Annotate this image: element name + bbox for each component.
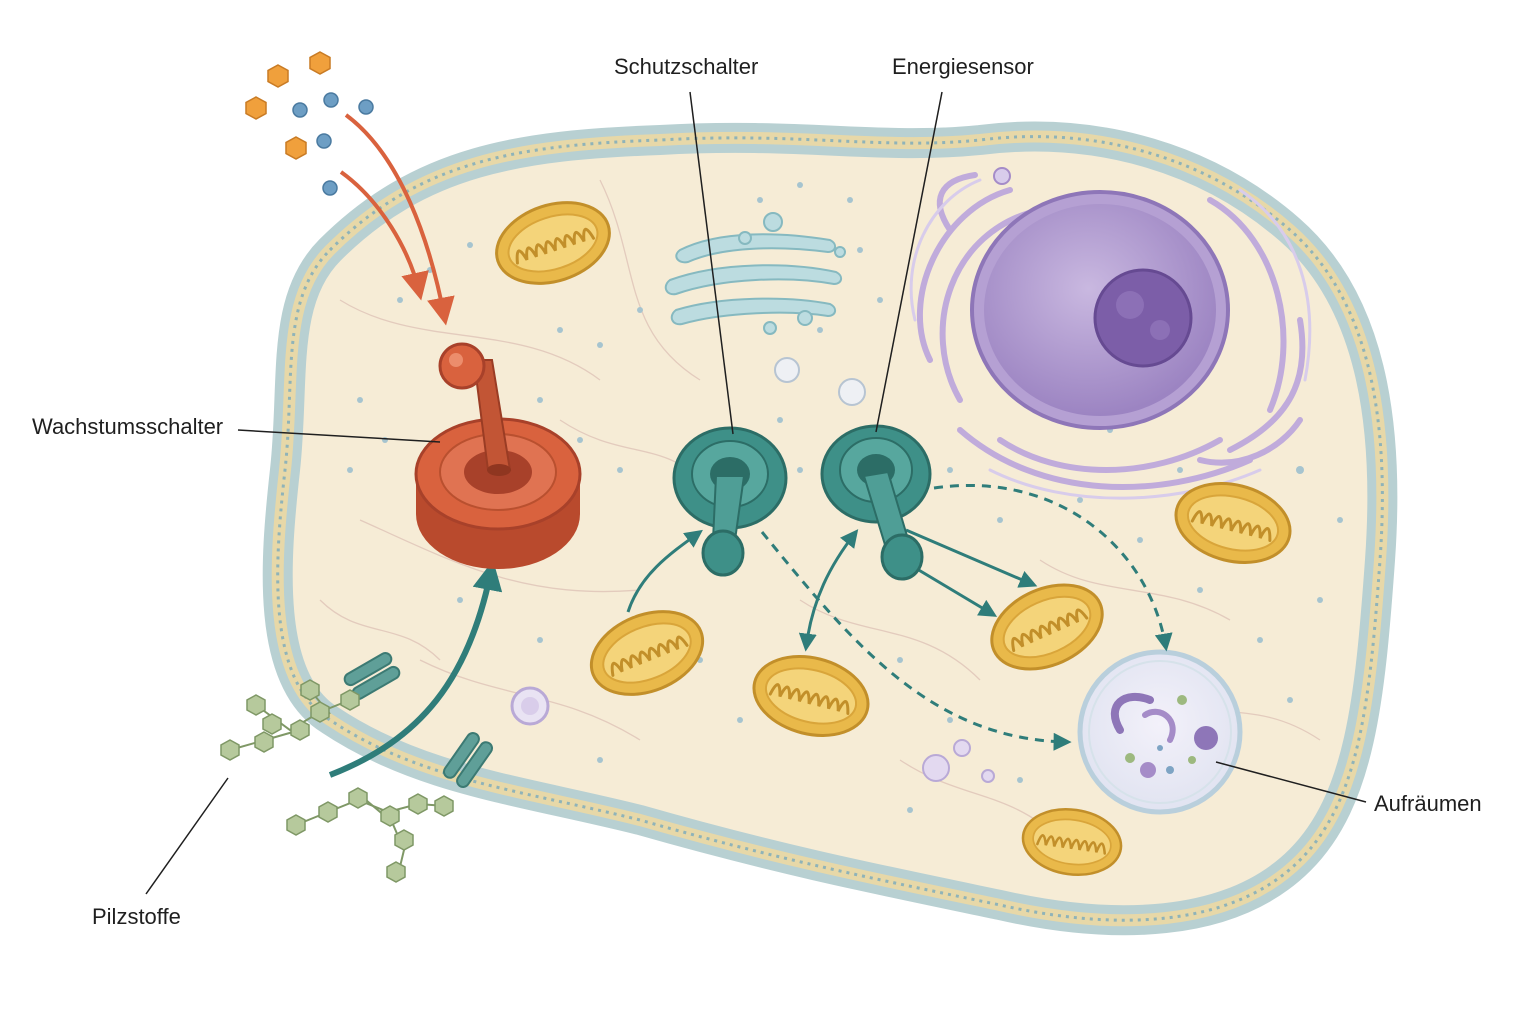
fungal-compound-icon	[220, 739, 240, 761]
fungal-compound-icon	[262, 713, 282, 735]
golgi-icon	[664, 212, 846, 335]
cytoplasm-particles	[347, 182, 1343, 813]
nutrient-dot-icon	[322, 180, 338, 196]
fungal-compound-icon	[286, 814, 306, 836]
nutrient-hexagon-icon	[285, 136, 307, 160]
fungal-compound-icon	[254, 731, 274, 753]
fungal-compound-icon	[310, 701, 330, 723]
nutrient-arrow	[344, 113, 455, 326]
fungal-compound-icon	[434, 795, 454, 817]
protection-switch-icon	[672, 426, 788, 577]
protection-switch-label: Schutzschalter	[614, 54, 759, 79]
pathway-arrows	[328, 113, 1173, 778]
schutzschalter-leader	[689, 91, 734, 435]
fungal-compound-icon	[380, 805, 400, 827]
fungal-compound-icon	[246, 694, 266, 716]
protection-to-lysosome-arrow	[760, 531, 1072, 751]
fungal-compound-icon	[408, 793, 428, 815]
energy-mito-double-arrow	[798, 529, 859, 652]
fungal-signal-arrow	[328, 560, 503, 778]
nucleus-icon	[909, 172, 1312, 500]
aufraeumen-leader	[1215, 761, 1367, 803]
wachstumsschalter-leader	[237, 429, 441, 443]
nutrients	[245, 51, 374, 196]
energy-to-mito-arrow	[911, 564, 998, 617]
fungal-compound-icon	[340, 689, 360, 711]
nutrient-hexagon-icon	[309, 51, 331, 75]
energy-to-mito-arrow	[905, 528, 1038, 588]
pilzstoffe-leader	[145, 777, 229, 895]
vesicles	[510, 167, 1011, 783]
energiesensor-leader	[875, 91, 943, 433]
fungal-compound-icon	[348, 787, 368, 809]
energy-sensor-icon	[820, 424, 932, 581]
nutrient-dot-icon	[316, 133, 332, 149]
nutrient-dot-icon	[292, 102, 308, 118]
membrane-channel-icon	[442, 732, 494, 788]
membrane-channel-icon	[343, 652, 401, 700]
fungal-compound-icon	[290, 719, 310, 741]
fungal-compound-icon	[386, 861, 406, 883]
fungal-compounds	[220, 679, 454, 883]
fungal-compounds-label: Pilzstoffe	[92, 904, 181, 929]
fungal-compound-icon	[318, 801, 338, 823]
fungal-compound-icon	[394, 829, 414, 851]
nutrient-arrow	[339, 170, 429, 301]
fungal-compound-icon	[300, 679, 320, 701]
cleanup-label: Aufräumen	[1374, 791, 1482, 816]
nutrient-hexagon-icon	[267, 64, 289, 88]
nutrient-dot-icon	[323, 92, 339, 108]
mito-to-protection-arrow	[626, 529, 703, 613]
lysosome-icon	[1077, 649, 1243, 815]
leader-lines	[145, 91, 1367, 895]
growth-switch-icon	[414, 342, 582, 569]
nutrient-dot-icon	[358, 99, 374, 115]
membrane-channels	[343, 652, 494, 788]
growth-switch-label: Wachstumsschalter	[32, 414, 224, 439]
energy-sensor-label: Energiesensor	[892, 54, 1034, 79]
energy-to-lysosome-arrow	[933, 483, 1173, 652]
nutrient-hexagon-icon	[245, 96, 267, 120]
